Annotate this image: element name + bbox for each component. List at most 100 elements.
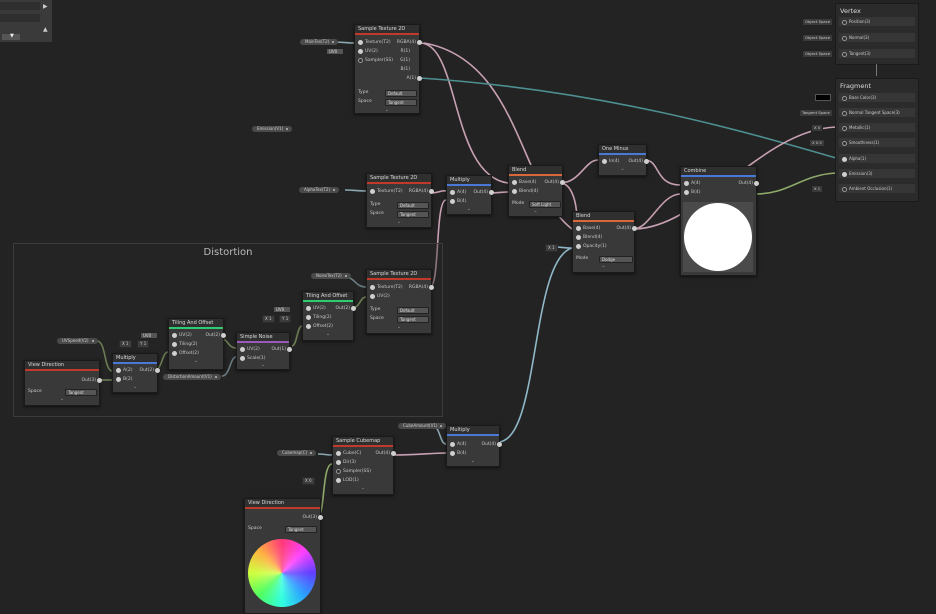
- node-view-direction-b[interactable]: View Direction Out(3) Space Tangent: [244, 498, 323, 614]
- input-port[interactable]: UV(2): [306, 305, 326, 312]
- output-port[interactable]: RGBA(4): [409, 284, 434, 291]
- port-icon[interactable]: [172, 351, 177, 356]
- collapse-icon[interactable]: ⌄: [470, 458, 476, 464]
- output-port[interactable]: B(1): [401, 66, 410, 73]
- input-port[interactable]: B(4): [450, 450, 466, 457]
- collapse-icon[interactable]: ⌄: [620, 166, 625, 172]
- port-icon[interactable]: [358, 49, 363, 54]
- port-icon[interactable]: [684, 181, 689, 186]
- port-icon[interactable]: [576, 244, 581, 249]
- collapse-icon[interactable]: ⌄: [466, 206, 472, 212]
- port-icon[interactable]: [370, 294, 375, 299]
- input-port[interactable]: B(2): [116, 376, 132, 383]
- port-icon[interactable]: [358, 40, 363, 45]
- port-icon[interactable]: [336, 469, 341, 474]
- port-icon[interactable]: [450, 451, 455, 456]
- port-icon[interactable]: [336, 451, 341, 456]
- output-port[interactable]: Out(4): [481, 441, 502, 448]
- input-port[interactable]: Offset(2): [306, 323, 333, 330]
- node-multiply-a[interactable]: Multiply A(4) B(4) Out(4) ⌄: [446, 175, 494, 215]
- output-port[interactable]: Out(4): [473, 189, 494, 196]
- input-port[interactable]: UV(2): [358, 48, 378, 55]
- output-port[interactable]: Out(2): [335, 305, 356, 312]
- port-icon[interactable]: [576, 226, 581, 231]
- port-icon[interactable]: [429, 285, 434, 290]
- collapse-icon[interactable]: ⌄: [132, 384, 138, 390]
- input-port[interactable]: Base(4): [512, 179, 536, 186]
- input-port[interactable]: UV(2): [240, 346, 260, 353]
- node-one-minus[interactable]: One Minus In(4) Out(4) ⌄: [598, 144, 649, 176]
- port-icon[interactable]: [336, 478, 341, 483]
- input-port[interactable]: Base(4): [576, 225, 600, 232]
- tiling-x-input[interactable]: X 1: [119, 340, 132, 348]
- node-view-direction-a[interactable]: View Direction Out(3) Space Tangent ⌄: [24, 360, 102, 406]
- node-combine[interactable]: Combine A(4) B(4) Out(4): [680, 166, 759, 276]
- uv-channel-dropdown[interactable]: UV0: [326, 48, 344, 55]
- tiling-y-input[interactable]: Y 1: [137, 340, 150, 348]
- input-port[interactable]: Dir(3): [336, 459, 356, 466]
- input-port[interactable]: Blend(4): [576, 234, 602, 241]
- collapse-icon[interactable]: ⌄: [325, 331, 331, 337]
- input-port[interactable]: A(2): [116, 367, 132, 374]
- input-port[interactable]: Sampler(SS): [336, 468, 371, 475]
- port-icon[interactable]: [632, 226, 637, 231]
- input-port[interactable]: Texture(T2): [370, 284, 403, 291]
- port-icon[interactable]: [842, 111, 847, 116]
- collapse-icon[interactable]: ⌄: [260, 362, 266, 368]
- node-multiply-c[interactable]: Multiply A(4) B(4) Out(4) ⌄: [446, 425, 502, 467]
- port-icon[interactable]: [450, 442, 455, 447]
- dropdown-arrow-icon[interactable]: ▲: [43, 26, 48, 33]
- base-color-swatch[interactable]: [815, 94, 831, 101]
- port-icon[interactable]: [417, 40, 422, 45]
- space-dropdown[interactable]: Tangent: [385, 99, 417, 106]
- vertex-slot[interactable]: Normal(3): [839, 33, 915, 42]
- smoothness-input[interactable]: X 0.5: [809, 139, 825, 147]
- output-port[interactable]: RGBA(4): [397, 39, 422, 46]
- node-sample-texture-mid[interactable]: Sample Texture 2D Texture(T2) RGBA(4) Ty…: [366, 173, 434, 228]
- node-sample-texture-noise[interactable]: Sample Texture 2D Texture(T2) UV(2) RGBA…: [366, 269, 434, 334]
- scroll-up-icon[interactable]: ▶: [43, 3, 48, 10]
- port-icon[interactable]: [155, 368, 160, 373]
- input-port[interactable]: A(4): [450, 441, 466, 448]
- port-icon[interactable]: [358, 58, 363, 63]
- output-port[interactable]: G(1): [400, 57, 410, 64]
- port-icon[interactable]: [116, 377, 121, 382]
- tiling-y-input[interactable]: Y 1: [279, 315, 292, 323]
- property-cubemap[interactable]: Cubemap(C): [277, 450, 317, 456]
- property-noise[interactable]: NoiseTex(T2): [311, 273, 351, 279]
- port-icon[interactable]: [172, 342, 177, 347]
- fragment-slot[interactable]: Alpha(1): [839, 154, 915, 163]
- collapse-icon[interactable]: ⌄: [193, 358, 199, 364]
- opacity-input[interactable]: X 1: [545, 244, 558, 252]
- vertex-space-tag[interactable]: Object Space: [802, 50, 834, 58]
- input-port[interactable]: B(4): [684, 189, 700, 196]
- port-icon[interactable]: [116, 368, 121, 373]
- type-dropdown[interactable]: Default: [397, 202, 429, 209]
- fragment-stack[interactable]: Fragment Base Color(3) Normal Tangent Sp…: [835, 78, 919, 202]
- ambient-occlusion-input[interactable]: X 1: [811, 185, 824, 193]
- output-port[interactable]: Out(2): [205, 332, 226, 339]
- type-dropdown[interactable]: Default: [397, 307, 429, 314]
- output-port[interactable]: Out(4): [544, 179, 565, 186]
- panel-row[interactable]: [0, 2, 40, 10]
- node-blend-b[interactable]: Blend Base(4) Blend(4) Opacity(1) Out(4)…: [572, 211, 637, 273]
- vertex-space-tag[interactable]: Object Space: [802, 34, 834, 42]
- port-icon[interactable]: [842, 96, 847, 101]
- port-icon[interactable]: [450, 199, 455, 204]
- space-dropdown[interactable]: Tangent: [285, 526, 317, 533]
- input-port[interactable]: Texture(T2): [358, 39, 391, 46]
- port-icon[interactable]: [97, 378, 102, 383]
- input-port[interactable]: LOD(1): [336, 477, 359, 484]
- input-port[interactable]: UV(2): [370, 293, 390, 300]
- port-icon[interactable]: [842, 157, 847, 162]
- port-icon[interactable]: [240, 356, 245, 361]
- output-port[interactable]: A(1): [407, 75, 422, 82]
- port-icon[interactable]: [351, 306, 356, 311]
- node-tiling-offset-b[interactable]: Tiling And Offset UV(2) Tiling(2) Offset…: [302, 291, 356, 341]
- port-icon[interactable]: [306, 324, 311, 329]
- output-port[interactable]: Out(4): [616, 225, 637, 232]
- port-icon[interactable]: [306, 306, 311, 311]
- node-blend-a[interactable]: Blend Base(4) Blend(4) Out(4) Mode Soft …: [508, 165, 565, 217]
- node-sample-texture-top[interactable]: Sample Texture 2D Texture(T2) UV(2) Samp…: [354, 24, 422, 114]
- port-icon[interactable]: [602, 159, 607, 164]
